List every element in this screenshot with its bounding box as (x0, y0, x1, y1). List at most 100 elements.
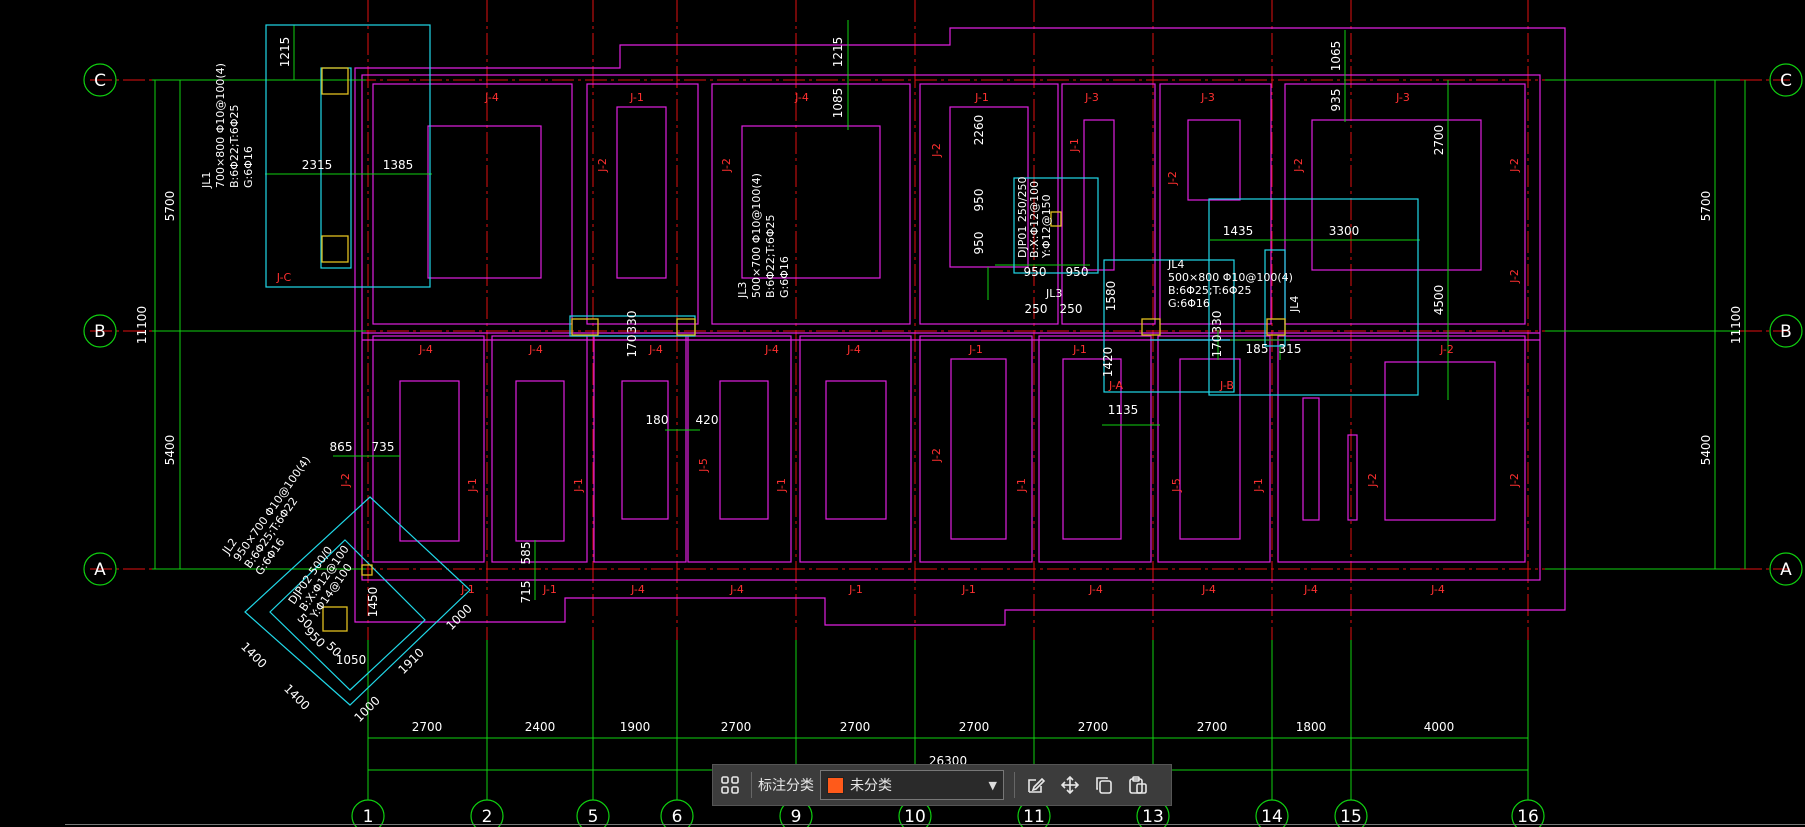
dim-bottom-10: 4000 (1424, 720, 1455, 734)
dim-inner: 1420 (1101, 347, 1115, 378)
axis-row-c-left: C (94, 71, 106, 91)
dim-inner: 1000 (351, 693, 382, 724)
category-color-swatch (827, 776, 844, 794)
dimension-lines (152, 20, 1746, 800)
dim-inner: 950 (972, 189, 986, 212)
label-j: J-1 (466, 478, 479, 493)
dim-inner: 2315 (302, 158, 333, 172)
label-j: J-1 (1015, 478, 1028, 493)
annotation-jl4-name: JL4 (1167, 258, 1184, 271)
paste-icon[interactable] (1121, 768, 1155, 802)
label-j: J-1 (542, 583, 557, 596)
label-j: J-4 (729, 583, 744, 596)
annotation-djp01-name: DJP01 250/250 (1016, 176, 1029, 258)
dim-bottom-3: 1900 (620, 720, 651, 734)
label-j: J-4 (1303, 583, 1318, 596)
dim-inner: 950 (1024, 265, 1047, 279)
annotation-jl1-stirrup: G:6Φ16 (242, 146, 255, 188)
annotation-jl4-tag: JL4 (1288, 296, 1301, 313)
category-selected-value: 未分类 (850, 778, 892, 794)
label-j: J-4 (1088, 583, 1103, 596)
dim-inner: 170 (1210, 335, 1224, 358)
annotation-djp01-x: B:X:Φ12@100 (1028, 181, 1041, 258)
label-j: J-1 (1068, 138, 1081, 153)
dim-inner: 180 (646, 413, 669, 427)
dim-inner: 2260 (972, 115, 986, 146)
dim-inner: 315 (1279, 342, 1302, 356)
dim-bottom-5: 2700 (840, 720, 871, 734)
grid-icon[interactable] (713, 768, 747, 802)
annotation-jl1-section: 700×800 Φ10@100(4) (214, 63, 227, 188)
dim-bottom-6: 2700 (959, 720, 990, 734)
label-j: J-2 (1166, 171, 1179, 186)
label-j: J-4 (630, 583, 645, 596)
axis-row-b-right: B (1780, 322, 1792, 342)
label-j: J-5 (697, 458, 710, 473)
label-j: J-3 (1084, 91, 1099, 104)
edit-icon[interactable] (1019, 768, 1053, 802)
foundation-outline (354, 27, 1566, 626)
label-j: J-1 (968, 343, 983, 356)
dim-right-total: 11100 (1729, 306, 1743, 344)
row-axis-labels: C C B B A A (94, 71, 1792, 580)
dim-inner: 1050 (336, 653, 367, 667)
columns (321, 67, 1286, 632)
dim-inner: 585 (519, 542, 533, 565)
dim-inner: 1400 (238, 639, 269, 670)
label-j: J-1 (848, 583, 863, 596)
toolbar-divider (751, 772, 752, 798)
label-j: J-2 (1508, 158, 1521, 173)
axis-col-13: 13 (1142, 807, 1164, 827)
pads-top-row (372, 83, 1526, 325)
axis-col-15: 15 (1340, 807, 1362, 827)
dim-inner: 950 (1066, 265, 1089, 279)
dim-inner: 1385 (383, 158, 414, 172)
label-j: J-2 (720, 158, 733, 173)
label-j: J-4 (418, 343, 433, 356)
dim-inner: 1135 (1108, 403, 1139, 417)
dim-inner: 735 (372, 440, 395, 454)
label-j: J-2 (339, 473, 352, 488)
move-icon[interactable] (1053, 768, 1087, 802)
label-j: J-1 (961, 583, 976, 596)
axis-col-11: 11 (1023, 807, 1045, 827)
label-j: J-1 (974, 91, 989, 104)
dim-inner: 1450 (366, 587, 380, 618)
dim-inner: 1065 (1329, 41, 1343, 72)
annotation-jl4-rebar: B:6Φ25;T:6Φ25 (1168, 284, 1251, 297)
annotation-jl3-section: 500×700 Φ10@100(4) (750, 173, 763, 298)
label-j: J-4 (764, 343, 779, 356)
label-j: J-1 (460, 583, 475, 596)
label-j: J-4 (528, 343, 543, 356)
annotation-toolbar: 标注分类 未分类 ▼ (712, 764, 1172, 806)
annotation-jl4-stirrup: G:6Φ16 (1168, 297, 1210, 310)
dim-inner: 170 (625, 335, 639, 358)
label-j: J-3 (1200, 91, 1215, 104)
label-j: J-4 (794, 91, 809, 104)
label-j: J-2 (1508, 269, 1521, 284)
axis-col-2: 2 (482, 807, 493, 827)
dim-right-upper: 5700 (1699, 191, 1713, 222)
axis-col-5: 5 (588, 807, 599, 827)
dim-inner: 1910 (395, 645, 426, 676)
axis-row-a-right: A (1780, 560, 1792, 580)
axis-col-9: 9 (791, 807, 802, 827)
annotation-jl3-name: JL3 (736, 282, 749, 299)
label-j: J-4 (648, 343, 663, 356)
dim-inner: 185 (1246, 342, 1269, 356)
dim-inner: 1085 (831, 88, 845, 119)
label-j: J-C (276, 271, 292, 284)
annotation-jl1-rebar: B:6Φ22;T:6Φ25 (228, 105, 241, 188)
label-j: J-2 (1439, 343, 1454, 356)
annotation-jl3-tag: JL3 (1045, 287, 1062, 300)
dim-left-upper: 5700 (163, 191, 177, 222)
dim-inner: 2700 (1432, 125, 1446, 156)
label-j: J-A (1108, 379, 1124, 392)
dim-inner: 950 (972, 232, 986, 255)
dim-inner: 1435 (1223, 224, 1254, 238)
axis-col-6: 6 (672, 807, 683, 827)
annotation-category-select[interactable]: 未分类 ▼ (820, 770, 1004, 800)
annotation-category-label: 标注分类 (758, 778, 814, 794)
copy-icon[interactable] (1087, 768, 1121, 802)
